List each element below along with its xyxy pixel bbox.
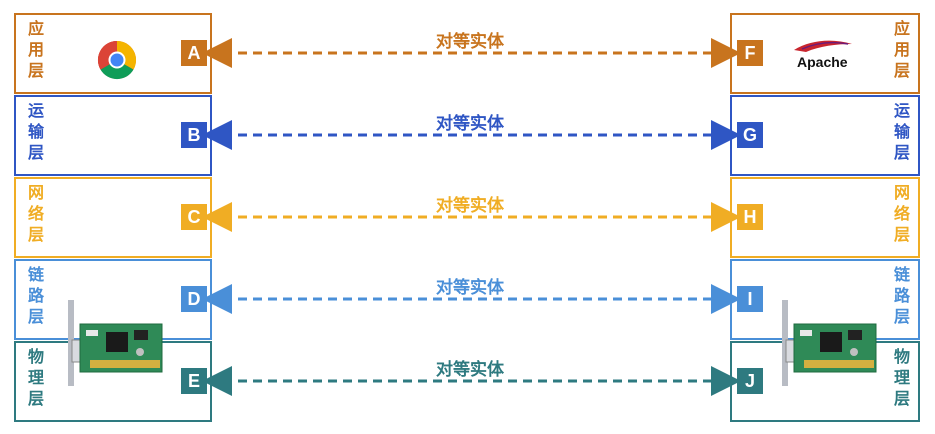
left-application-layer-label: 应 用 层 xyxy=(27,19,44,80)
left-network-layer-label: 网 络 层 xyxy=(27,183,44,244)
right-network-layer-label: 网 络 层 xyxy=(893,183,910,244)
network-card-icon xyxy=(68,300,163,386)
left-application-layer: 应 用 层 xyxy=(14,13,212,94)
link-peer-label: 对等实体 xyxy=(436,278,504,298)
badge-d: D xyxy=(181,286,207,312)
badge-b: B xyxy=(181,122,207,148)
badge-e: E xyxy=(181,368,207,394)
badge-g: G xyxy=(737,122,763,148)
right-network-layer: 网 络 层 xyxy=(730,177,920,258)
badge-f: F xyxy=(737,40,763,66)
network-peer-label: 对等实体 xyxy=(436,196,504,216)
left-network-layer: 网 络 层 xyxy=(14,177,212,258)
badge-c: C xyxy=(181,204,207,230)
application-peer-label: 对等实体 xyxy=(436,32,504,52)
right-application-layer-label: 应 用 层 xyxy=(893,19,910,80)
left-link-layer-label: 链 路 层 xyxy=(27,265,44,326)
chrome-icon xyxy=(97,40,137,80)
apache-feather-icon xyxy=(794,40,852,52)
physical-peer-label: 对等实体 xyxy=(436,360,504,380)
badge-a: A xyxy=(181,40,207,66)
apache-label: Apache xyxy=(797,54,848,70)
right-link-layer-label: 链 路 层 xyxy=(893,265,910,326)
left-transport-layer-label: 运 输 层 xyxy=(27,101,44,162)
network-card-icon xyxy=(782,300,877,386)
right-transport-layer-label: 运 输 层 xyxy=(893,101,910,162)
badge-j: J xyxy=(737,368,763,394)
right-physical-layer-label: 物 理 层 xyxy=(893,347,910,408)
left-physical-layer-label: 物 理 层 xyxy=(27,347,44,408)
transport-peer-label: 对等实体 xyxy=(436,114,504,134)
badge-i: I xyxy=(737,286,763,312)
badge-h: H xyxy=(737,204,763,230)
left-transport-layer: 运 输 层 xyxy=(14,95,212,176)
